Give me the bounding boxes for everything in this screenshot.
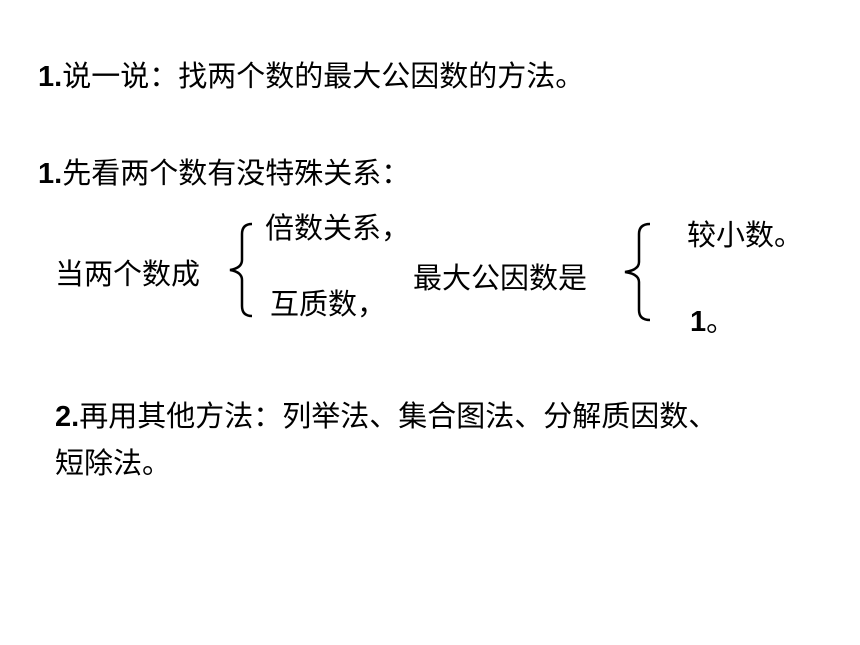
point-1-text: 先看两个数有没特殊关系： bbox=[62, 156, 411, 190]
condition-prefix: 当两个数成 bbox=[55, 257, 201, 291]
left-brace-path bbox=[229, 222, 253, 318]
left-brace-icon bbox=[229, 222, 253, 318]
case-multiple: 倍数关系， bbox=[265, 211, 411, 245]
result-coprime-number: 1 bbox=[690, 306, 707, 338]
point-2-line-2: 短除法。 bbox=[55, 446, 172, 480]
point-2-text-line-1: 再用其他方法：列举法、集合图法、分解质因数、 bbox=[79, 399, 718, 433]
point-2-number: 2. bbox=[55, 401, 80, 433]
point-2-line-1: 2.再用其他方法：列举法、集合图法、分解质因数、 bbox=[55, 398, 717, 435]
heading-number: 1. bbox=[38, 61, 63, 93]
point-1-number: 1. bbox=[38, 158, 63, 190]
right-brace-path bbox=[624, 222, 651, 322]
case-coprime: 互质数， bbox=[270, 287, 387, 321]
result-multiple: 较小数。 bbox=[687, 218, 804, 252]
gcd-label: 最大公因数是 bbox=[413, 261, 588, 295]
heading-text: 说一说：找两个数的最大公因数的方法。 bbox=[62, 59, 585, 93]
point-1: 1.先看两个数有没特殊关系： bbox=[38, 155, 410, 192]
right-brace-icon bbox=[624, 222, 651, 322]
result-coprime: 1。 bbox=[690, 303, 735, 340]
result-coprime-suffix: 。 bbox=[706, 304, 736, 338]
heading: 1.说一说：找两个数的最大公因数的方法。 bbox=[38, 58, 584, 95]
